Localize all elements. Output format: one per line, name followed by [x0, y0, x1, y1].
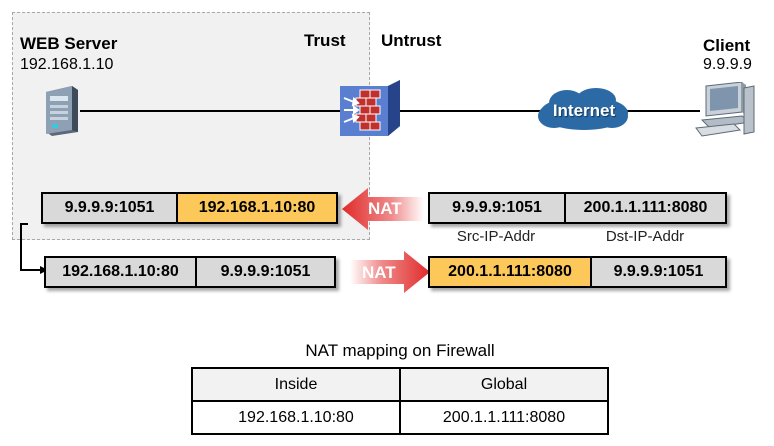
- nat-inside-address: 192.168.1.10:80: [191, 400, 401, 435]
- packet-inbound-inside: 9.9.9.9:1051 192.168.1.10:80: [41, 192, 338, 224]
- packet-src-cell-translated: 200.1.1.111:8080: [430, 258, 590, 286]
- nat-table-header-global: Global: [399, 367, 609, 402]
- nat-mapping-table: Inside Global 192.168.1.10:80 200.1.1.11…: [191, 367, 609, 435]
- web-server-ip: 192.168.1.10: [20, 56, 114, 73]
- packet-dst-cell: 9.9.9.9:1051: [590, 258, 725, 286]
- nat-arrow-outbound: [350, 251, 430, 293]
- client-ip: 9.9.9.9: [703, 56, 752, 73]
- nat-arrow-inbound: [342, 188, 424, 230]
- untrust-label: Untrust: [381, 31, 442, 50]
- packet-src-cell: 9.9.9.9:1051: [43, 194, 176, 222]
- trust-label: Trust: [304, 31, 346, 50]
- packet-inbound-outside: 9.9.9.9:1051 200.1.1.111:8080: [428, 192, 727, 224]
- internet-cloud-icon: [538, 88, 628, 130]
- server-icon: [46, 86, 78, 136]
- packet-src-cell: 9.9.9.9:1051: [430, 194, 564, 222]
- nat-global-address: 200.1.1.111:8080: [399, 400, 609, 435]
- nat-table-title: NAT mapping on Firewall: [305, 341, 495, 360]
- packet-outbound-inside: 192.168.1.10:80 9.9.9.9:1051: [44, 256, 336, 288]
- packet-dst-cell: 9.9.9.9:1051: [195, 258, 334, 286]
- web-server-label: WEB Server: [20, 34, 118, 53]
- packet-dst-cell-translated: 192.168.1.10:80: [176, 194, 336, 222]
- internet-label: Internet: [552, 101, 616, 120]
- dst-ip-caption: Dst-IP-Addr: [605, 228, 685, 245]
- client-label: Client: [703, 36, 751, 55]
- src-ip-caption: Src-IP-Addr: [456, 228, 536, 245]
- nat-table-header-inside: Inside: [191, 367, 401, 402]
- firewall-icon: [340, 80, 400, 136]
- packet-src-cell: 192.168.1.10:80: [46, 258, 195, 286]
- packet-dst-cell: 200.1.1.111:8080: [564, 194, 725, 222]
- client-pc-icon: [695, 82, 755, 137]
- packet-outbound-outside: 200.1.1.111:8080 9.9.9.9:1051: [428, 256, 727, 288]
- table-row: 192.168.1.10:80 200.1.1.111:8080: [191, 400, 609, 435]
- nat-label-inbound: NAT: [368, 199, 402, 218]
- nat-label-outbound: NAT: [362, 263, 396, 282]
